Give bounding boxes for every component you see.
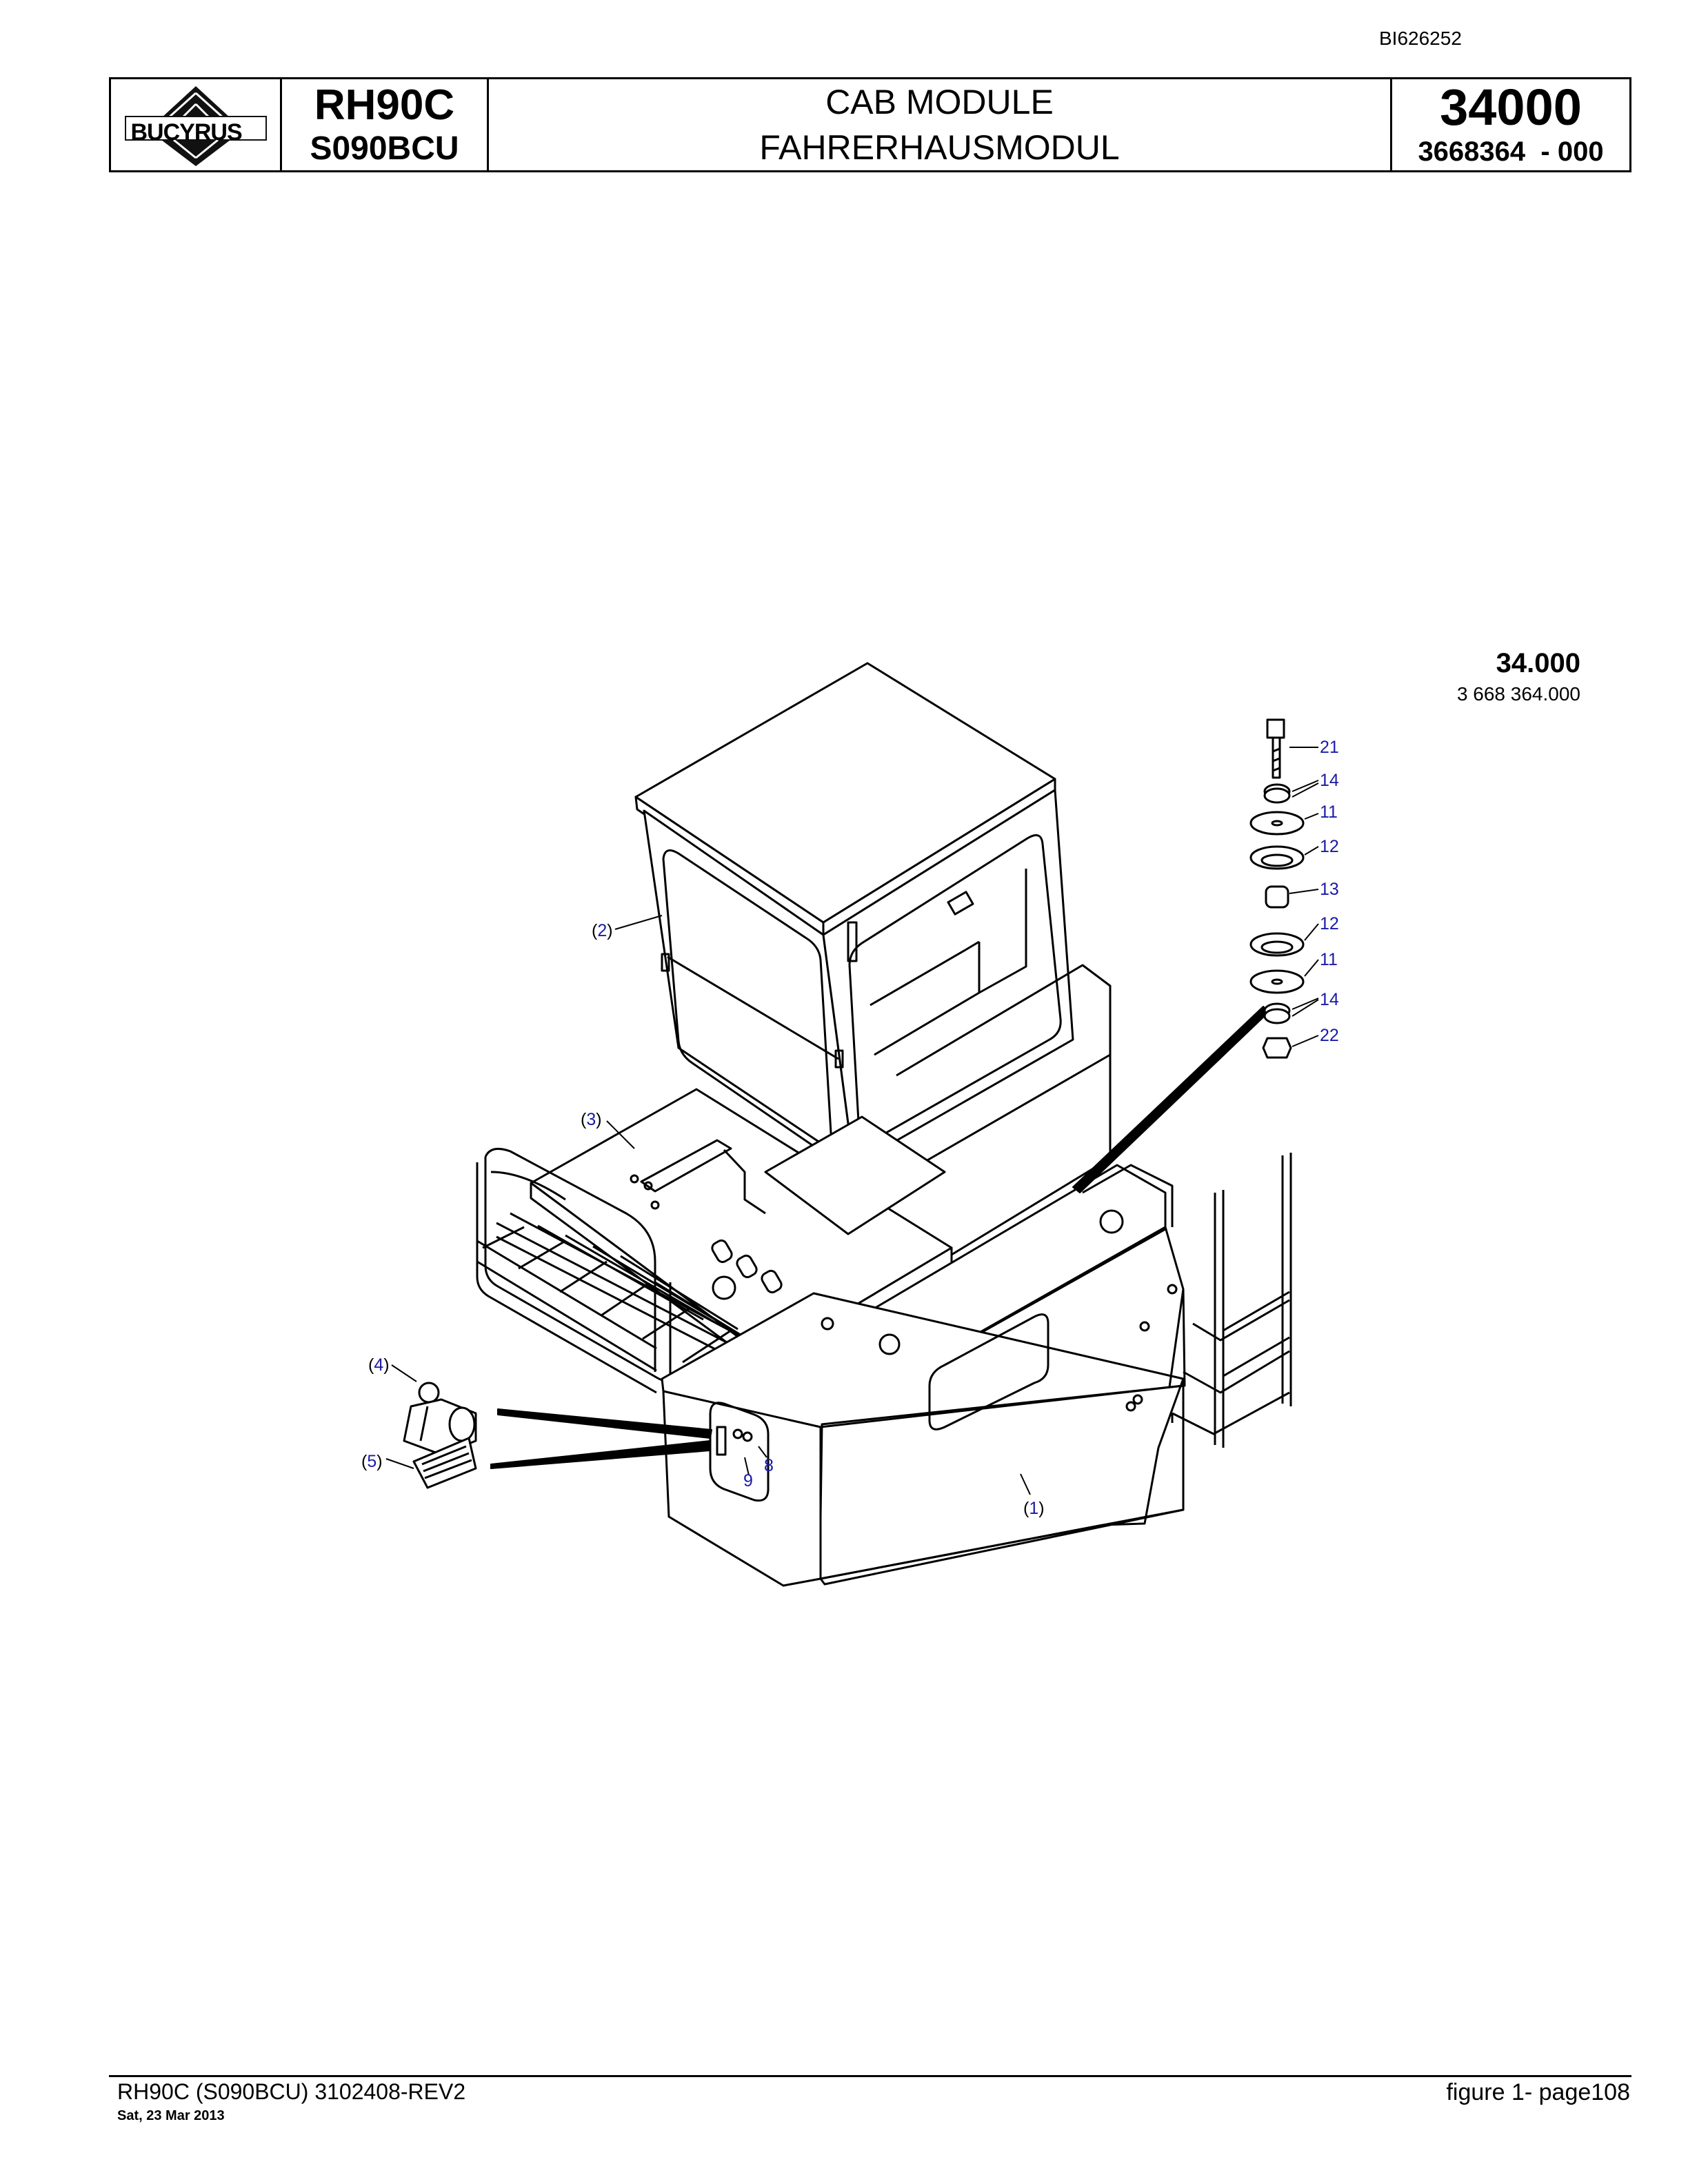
logo-cell: BUCYRUS	[111, 79, 282, 170]
callout-1: 1	[1029, 1499, 1038, 1518]
callout-14-lower: 14	[1320, 990, 1339, 1009]
callout-22: 22	[1320, 1026, 1339, 1045]
figure-part: 3 668 364.000	[1456, 683, 1580, 705]
figure-reference: 34.000 3 668 364.000	[1457, 648, 1580, 705]
bracket-parts	[403, 1382, 477, 1489]
footer-document-ref: RH90C (S090BCU) 3102408-REV2	[117, 2079, 466, 2104]
callout-8: 8	[764, 1456, 774, 1475]
number-cell: 34000 3668364 - 000	[1392, 79, 1629, 170]
callout-21: 21	[1320, 738, 1339, 757]
svg-text:(3): (3)	[581, 1110, 602, 1129]
callout-12-lower: 12	[1320, 914, 1339, 933]
mounting-hardware	[1249, 718, 1319, 1059]
callout-2: 2	[597, 921, 607, 940]
callout-14-upper: 14	[1320, 771, 1339, 790]
bucyrus-logo: BUCYRUS	[120, 83, 272, 166]
footer-page-ref: figure 1- page108	[1446, 2079, 1630, 2105]
header-table: BUCYRUS RH90C S090BCU CAB MODULE FAHRERH…	[109, 77, 1631, 172]
svg-text:(1): (1)	[1023, 1499, 1045, 1518]
callout-11-lower: 11	[1320, 950, 1338, 969]
leader-lines	[385, 915, 1269, 1495]
svg-text:(5): (5)	[361, 1452, 383, 1471]
callout-4: 4	[374, 1355, 383, 1375]
title-english: CAB MODULE	[825, 83, 1054, 121]
footer-date: Sat, 23 Mar 2013	[117, 2108, 225, 2123]
callout-9: 9	[743, 1471, 753, 1490]
callout-11-upper: 11	[1320, 802, 1338, 822]
callout-12-upper: 12	[1320, 837, 1339, 856]
figure-group: 34.000	[1496, 648, 1580, 678]
part-number: 3668364 - 000	[1418, 136, 1604, 167]
model-code: S090BCU	[310, 130, 459, 167]
housing-part	[661, 1164, 1186, 1587]
railing-part	[476, 1147, 756, 1394]
callout-labels: (2) (3) (4) (5) (1) 8 9 21 14 11 12 13 1…	[361, 738, 1339, 1518]
model-name: RH90C	[314, 81, 455, 129]
group-number: 34000	[1440, 79, 1582, 136]
title-cell: CAB MODULE FAHRERHAUSMODUL	[489, 79, 1392, 170]
title-german: FAHRERHAUSMODUL	[759, 128, 1120, 167]
footer-rule	[109, 2075, 1631, 2077]
callout-3: 3	[586, 1110, 596, 1129]
logo-mountain-icon	[124, 86, 267, 166]
callout-5: 5	[367, 1452, 376, 1471]
callout-13: 13	[1320, 880, 1339, 899]
ladder-part	[1171, 1153, 1292, 1448]
model-cell: RH90C S090BCU	[282, 79, 489, 170]
svg-text:(4): (4)	[368, 1355, 390, 1375]
svg-text:(2): (2)	[592, 921, 613, 940]
document-id: BI626252	[1379, 28, 1462, 49]
logo-text: BUCYRUS	[130, 119, 243, 145]
